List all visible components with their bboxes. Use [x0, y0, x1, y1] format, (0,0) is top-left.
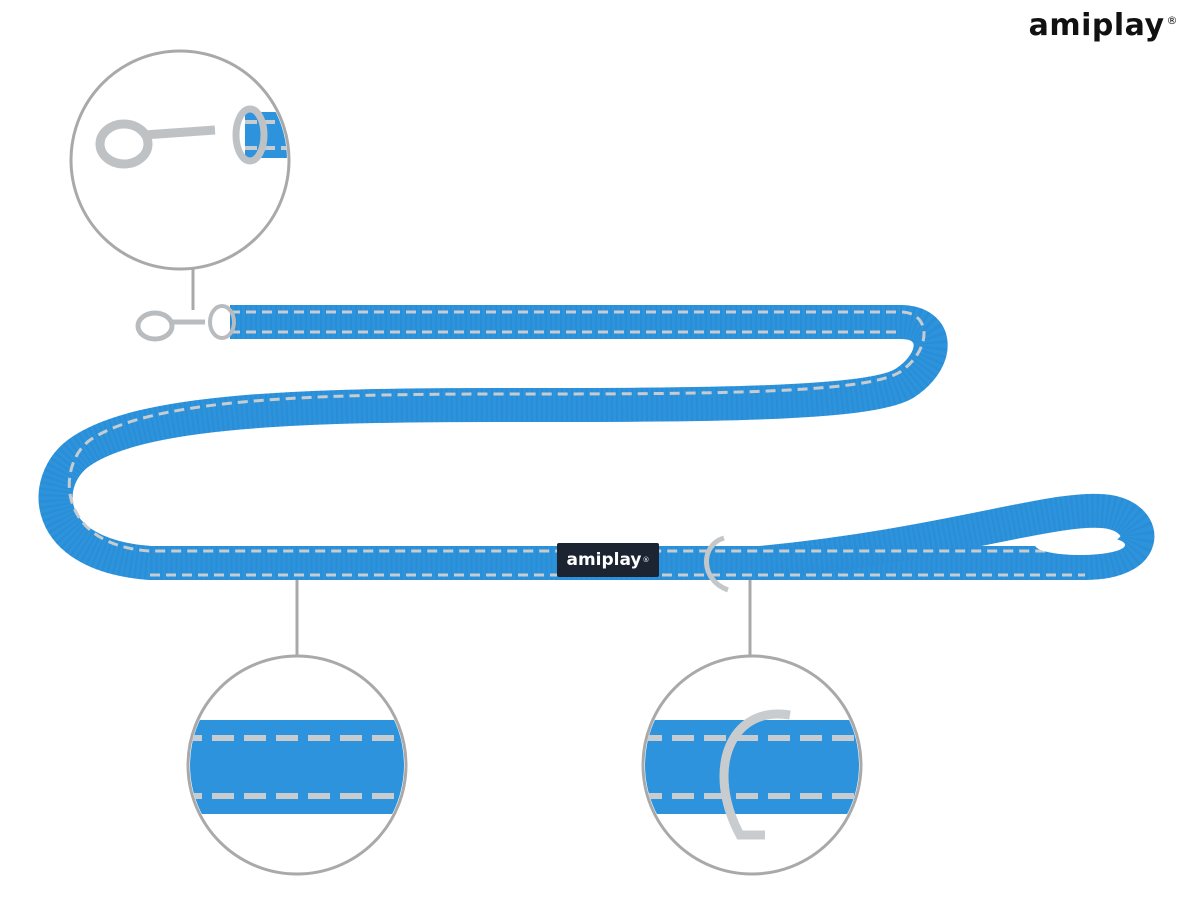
detail-circle-stitching [186, 654, 408, 876]
brand-tag-mark: ® [642, 556, 650, 564]
detail-circle-snap-hook [69, 49, 291, 271]
detail-circle-d-ring [641, 654, 863, 876]
brand-logo: amiplay® [1029, 8, 1178, 43]
callout-connectors [191, 267, 752, 658]
brand-name: amiplay [1028, 8, 1165, 43]
brand-registered-mark: ® [1166, 14, 1178, 27]
d-ring-icon [704, 535, 730, 593]
leash-strap [38, 305, 1155, 580]
brand-tag-label: amiplay [566, 550, 642, 570]
snap-hook-icon [135, 304, 236, 342]
brand-tag: amiplay® [557, 543, 659, 577]
reflective-stitching [67, 310, 1085, 553]
